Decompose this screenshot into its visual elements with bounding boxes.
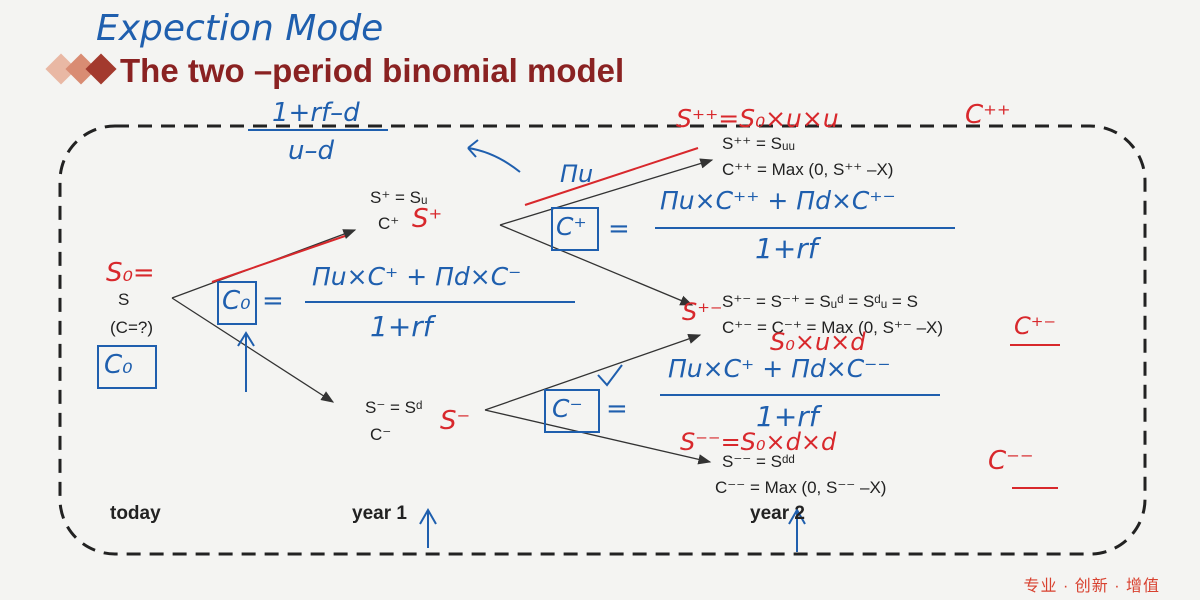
node-down-c: C⁻: [370, 425, 392, 444]
hand-red-suu: S⁺⁺=S₀×u×u: [676, 104, 839, 133]
hand-c0-box: [217, 281, 257, 325]
branch-root-down: [171, 297, 335, 403]
hand-red-sdd: S⁻⁻=S₀×d×d: [680, 428, 837, 456]
hand-red-sud: S⁺⁻: [682, 298, 723, 326]
hand-f3-numerator: Πu×C⁺ + Πd×C⁻⁻: [668, 354, 891, 383]
timeline-today: today: [110, 503, 161, 524]
node-down-s: S⁻ = Sᵈ: [365, 398, 423, 417]
hand-cplus-eq: =: [608, 214, 630, 244]
footer-slogan: 专业 · 创新 · 增值: [1023, 578, 1160, 595]
hand-f1-numerator: Πu×C⁺ + Πd×C⁻: [312, 262, 522, 291]
branch-up-uu: [499, 158, 714, 226]
node-ud-s: S⁺⁻ = S⁻⁺ = Sᵤᵈ = Sᵈᵤ = S: [722, 292, 918, 311]
hand-red-cpp: C⁺⁺: [965, 100, 1011, 130]
hand-curve-arrow: [467, 147, 521, 173]
node-dd-c: C⁻⁻ = Max (0, S⁻⁻ –X): [715, 478, 887, 497]
branch-down-ud: [484, 333, 702, 411]
hand-pi-u: Πu: [560, 160, 594, 188]
hand-prob-numerator: 1+rf–d: [272, 98, 360, 128]
timeline-year-1: year 1: [352, 503, 407, 524]
branch-down-dd: [484, 409, 712, 465]
red-up-uu-stroke: [524, 147, 699, 206]
hand-c0-root-label: C₀: [104, 350, 133, 380]
hand-f2-numerator: Πu×C⁺⁺ + Πd×C⁺⁻: [660, 186, 896, 215]
hand-c0-root-box: [97, 345, 157, 389]
dashed-frame: [58, 124, 1147, 556]
branch-up-ud: [499, 224, 694, 306]
hand-f2-denominator: 1+rf: [755, 232, 818, 265]
hand-red-splus: S⁺: [412, 204, 443, 234]
hand-red-s0ud: S₀×u×d: [770, 328, 866, 356]
hand-check-mark: [597, 364, 623, 387]
hand-s0-label: S₀=: [106, 258, 155, 288]
node-up-s: S⁺ = Sᵤ: [370, 188, 428, 207]
hand-up-arrow-year2: [788, 507, 806, 552]
hand-cminus-box-label: C⁻: [552, 394, 583, 423]
hand-up-arrow-root: [237, 331, 255, 392]
annotation-expection-mode: Expection Mode: [96, 8, 384, 49]
node-uu-s: S⁺⁺ = Sᵤᵤ: [722, 134, 795, 153]
hand-f3-denominator: 1+rf: [756, 400, 819, 433]
hand-up-arrow-year1: [419, 507, 437, 548]
hand-prob-denominator: u–d: [288, 136, 334, 166]
hand-red-cpm: C⁺⁻: [1014, 312, 1057, 340]
node-ud-c: C⁺⁻ = C⁻⁺ = Max (0, S⁺⁻ –X): [722, 318, 944, 337]
hand-c0-box-label: C₀: [222, 286, 251, 316]
node-uu-c: C⁺⁺ = Max (0, S⁺⁺ –X): [722, 160, 894, 179]
timeline-year-2: year 2: [750, 503, 805, 524]
red-root-up-stroke: [211, 235, 346, 283]
node-dd-s: S⁻⁻ = Sᵈᵈ: [722, 452, 795, 471]
hand-red-sminus: S⁻: [440, 406, 471, 436]
hand-red-cmm: C⁻⁻: [988, 446, 1034, 476]
hand-f1-denominator: 1+rf: [370, 310, 433, 343]
hand-cplus-box-label: C⁺: [556, 212, 587, 241]
node-root-c: (C=?): [110, 318, 153, 337]
node-root-s: S: [118, 290, 130, 309]
hand-cplus-box: [551, 207, 599, 251]
hand-c0-eq: =: [262, 286, 284, 316]
hand-cminus-eq: =: [606, 394, 628, 424]
slide-title: The two –period binomial model: [120, 52, 625, 89]
node-up-c: C⁺: [378, 214, 400, 233]
hand-cminus-box: [544, 389, 600, 433]
